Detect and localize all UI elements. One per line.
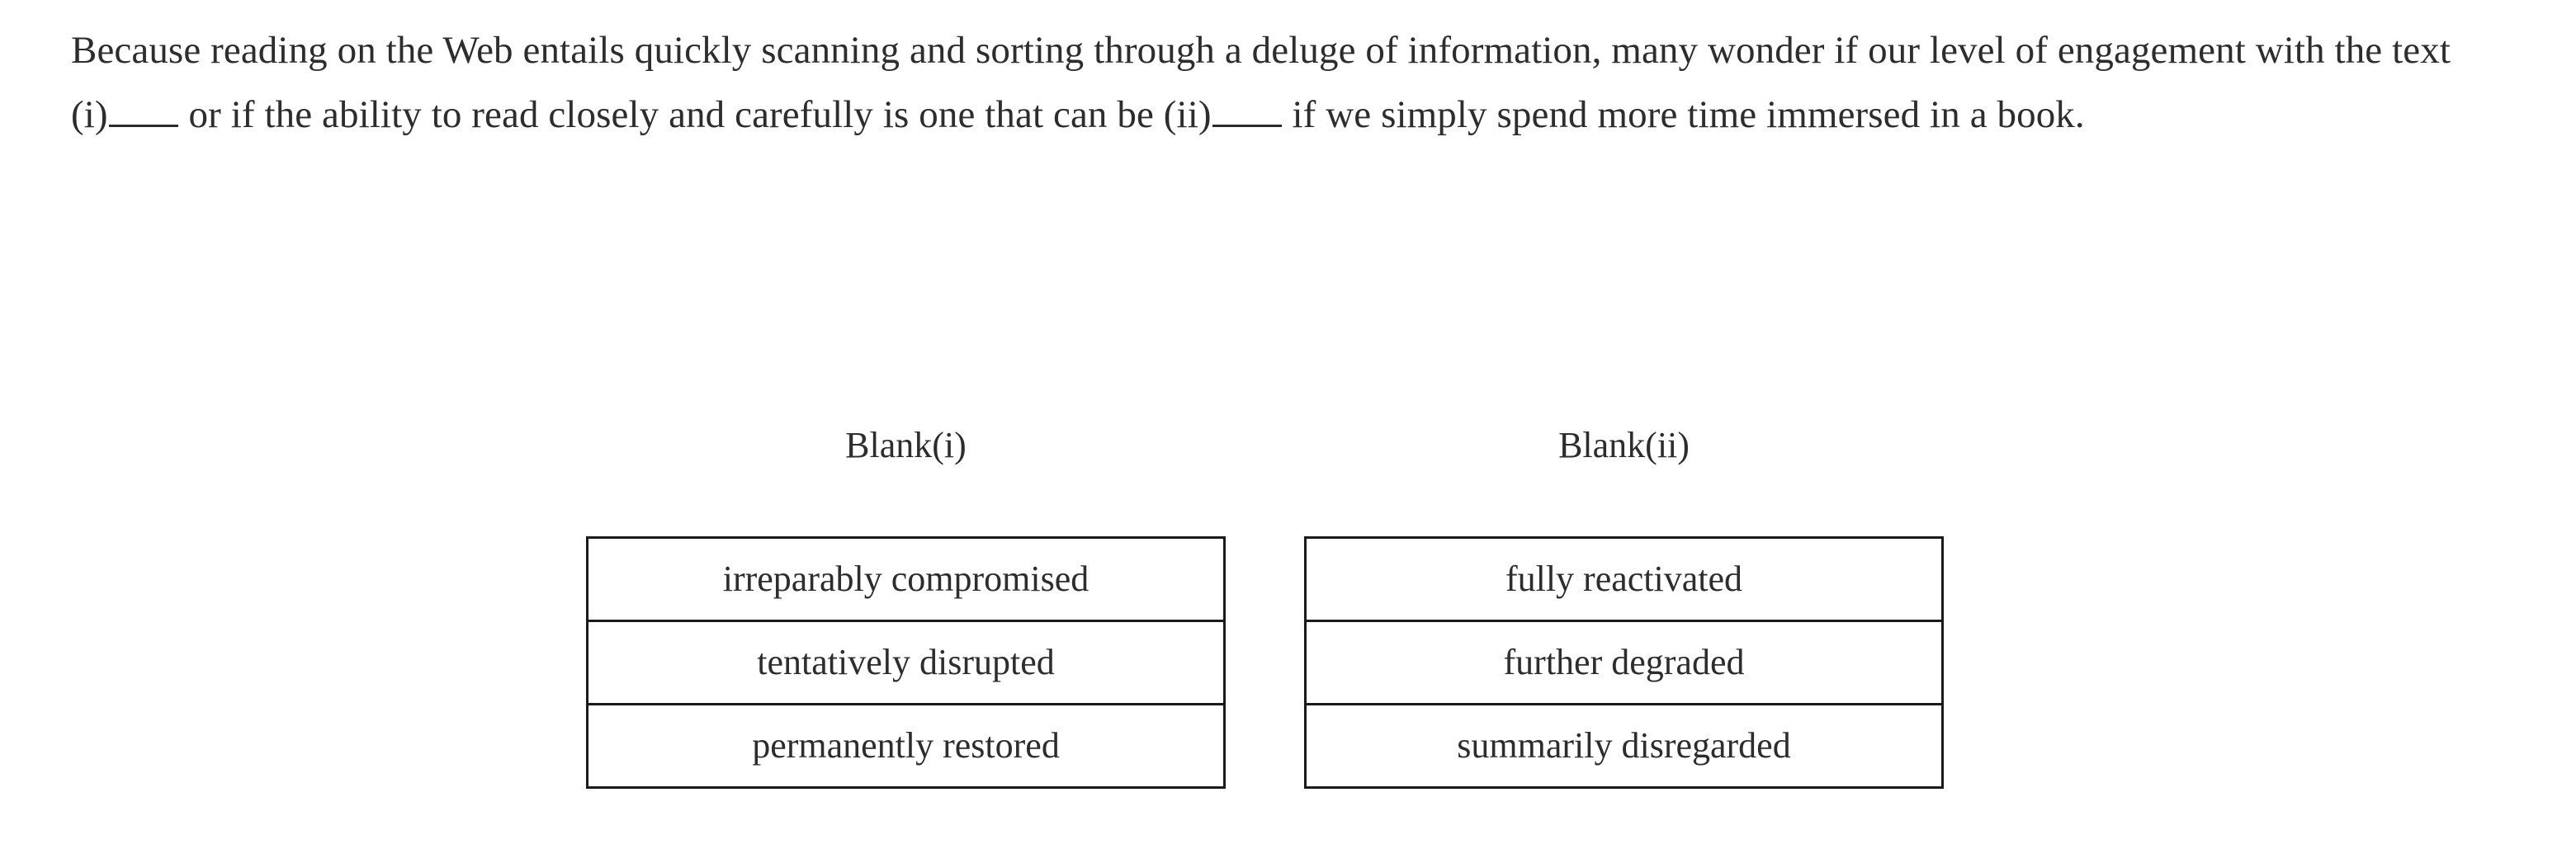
table-row[interactable]: fully reactivated (1305, 537, 1943, 622)
blank-ii-options-table: fully reactivated further degraded summa… (1304, 536, 1944, 789)
blank-i-option-3[interactable]: permanently restored (752, 725, 1060, 766)
question-passage: Because reading on the Web entails quick… (71, 18, 2473, 147)
blank-ii-option-1[interactable]: fully reactivated (1305, 537, 1943, 622)
table-row[interactable]: tentatively disrupted (587, 620, 1225, 705)
blank-ii-header: Blank(ii) (1558, 425, 1690, 465)
table-row[interactable]: further degraded (1305, 620, 1943, 705)
blank-i-options-table: irreparably compromised tentatively disr… (586, 536, 1226, 789)
blank-ii-option-2[interactable]: further degraded (1305, 620, 1943, 705)
blank-i-option-1[interactable]: irreparably compromised (587, 537, 1225, 622)
blank-i-underline (108, 92, 178, 127)
table-row[interactable]: permanently restored (588, 705, 1225, 788)
blank-ii-underline (1212, 92, 1282, 127)
passage-segment-2: or if the ability to read closely and ca… (178, 93, 1212, 136)
table-row[interactable]: irreparably compromised (587, 537, 1225, 622)
blank-i-option-2[interactable]: tentatively disrupted (587, 620, 1225, 705)
passage-segment-3: if we simply spend more time immersed in… (1282, 93, 2085, 136)
passage-segment-1: Because reading on the Web entails quick… (71, 29, 2451, 136)
blank-i-header: Blank(i) (845, 425, 967, 465)
table-row[interactable]: summarily disregarded (1306, 705, 1943, 788)
blank-ii-option-3[interactable]: summarily disregarded (1457, 725, 1791, 766)
